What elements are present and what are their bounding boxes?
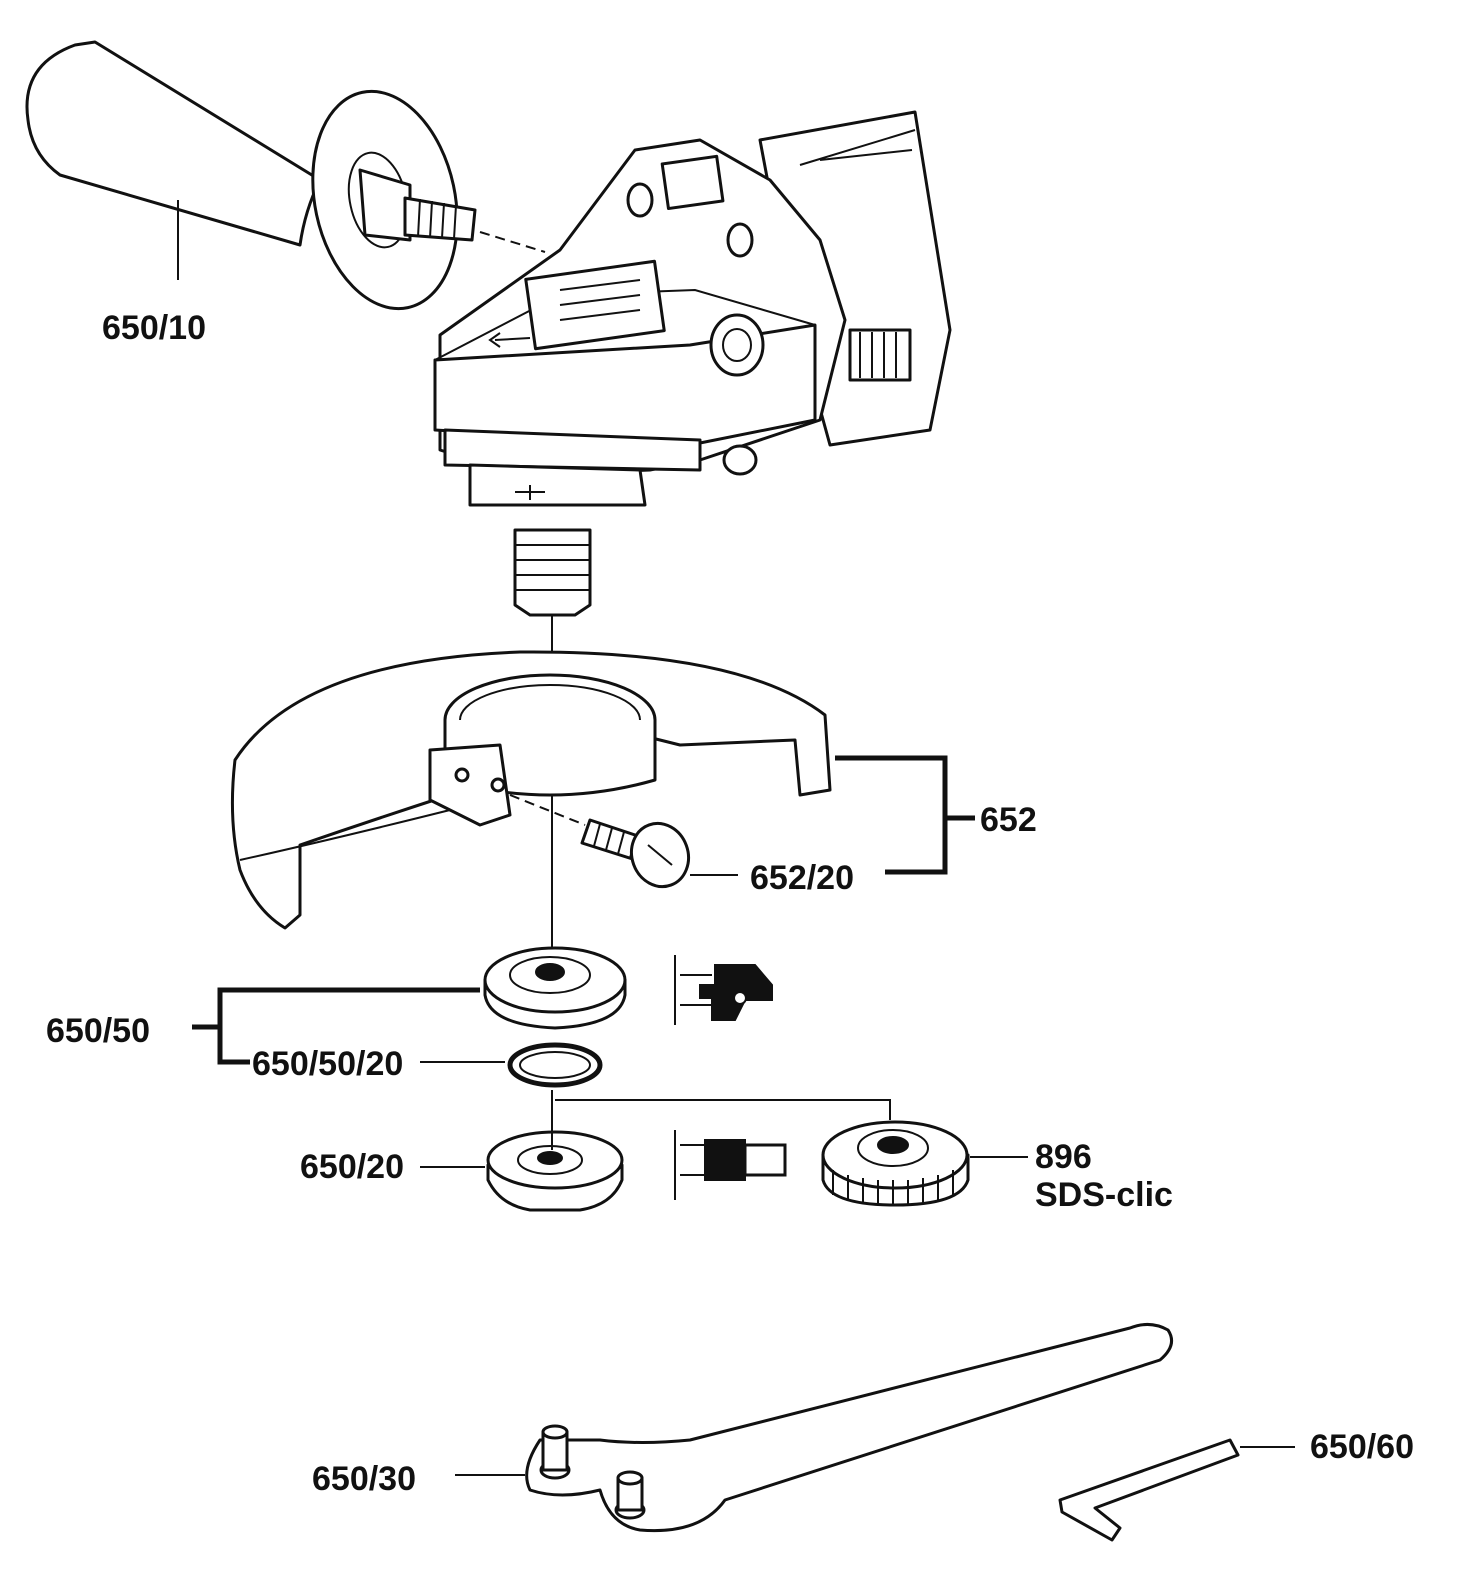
- label-pin-wrench: 650/30: [312, 1460, 416, 1498]
- wheel-guard-icon: [230, 650, 832, 930]
- side-handle-icon: [25, 40, 546, 311]
- label-guard-screw: 652/20: [750, 859, 854, 897]
- o-ring-icon: [420, 1042, 603, 1088]
- hex-key-icon: [1058, 1438, 1295, 1542]
- mounting-flange-icon: [420, 1090, 624, 1212]
- label-quick-nut-name: SDS-clic: [1035, 1176, 1173, 1214]
- guard-screw-icon: [509, 794, 738, 889]
- quick-nut-icon: [555, 1099, 1028, 1207]
- guard-bracket: [835, 755, 975, 875]
- clamping-flange-icon: [483, 946, 627, 1030]
- clamping-flange-bracket: [192, 987, 480, 1065]
- label-clamping-flange: 650/50: [46, 1012, 150, 1050]
- flange-section-icon-2: [674, 1130, 787, 1200]
- label-hex-key: 650/60: [1310, 1428, 1414, 1466]
- label-mounting-flange: 650/20: [300, 1148, 404, 1186]
- flange-section-icon: [674, 955, 773, 1025]
- label-quick-nut-number: 896: [1035, 1138, 1092, 1176]
- label-side-handle: 650/10: [102, 309, 206, 347]
- label-o-ring: 650/50/20: [252, 1045, 404, 1083]
- label-guard: 652: [980, 801, 1037, 839]
- grinder-head-icon: [433, 110, 952, 507]
- pin-wrench-icon: [455, 1323, 1174, 1533]
